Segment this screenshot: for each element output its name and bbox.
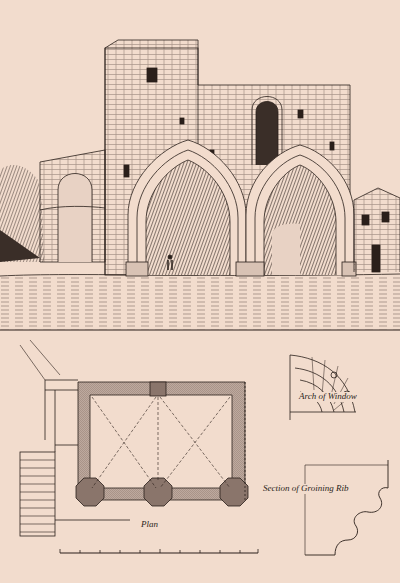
drawing-label: Arch of Window [298,392,358,402]
drawing-label: Plan [140,520,159,530]
scale-bar [60,549,258,553]
drawing-label: Section of Groining Rib [262,484,349,494]
plan-drawing [20,340,258,553]
groining-rib-section [305,460,388,555]
upper-view [0,40,400,330]
arch-of-window-detail [290,355,356,420]
